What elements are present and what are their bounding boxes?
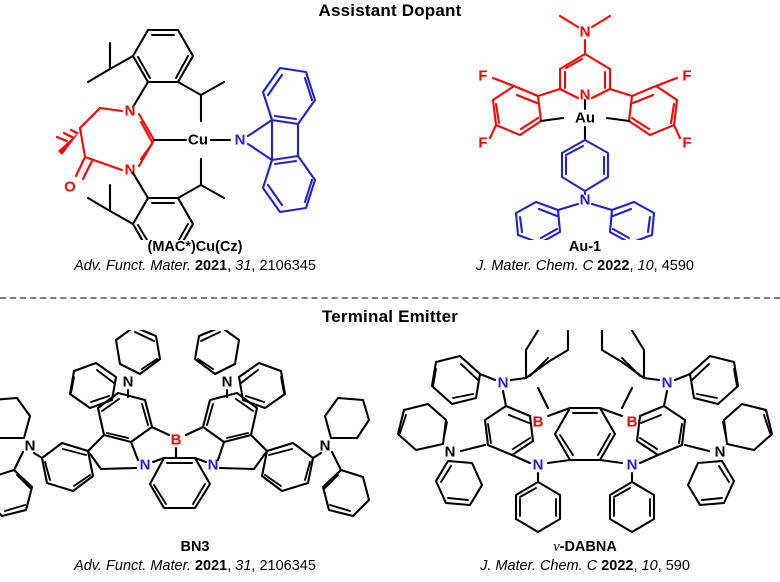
left-fused-ring-group [483,404,535,465]
ref-journal: Adv. Funct. Mater. [74,258,191,275]
atom-label-n-amino: N [580,24,591,41]
atom-label-n-core-right: N [208,457,219,474]
molecule-reference-mac-cu-cz: Adv. Funct. Mater. 2021, 31, 2106345 [74,258,316,275]
ref-journal: J. Mater. Chem. C [480,558,598,575]
caption-mac-cu-cz: (MAC*)Cu(Cz) Adv. Funct. Mater. 2021, 31… [0,238,390,275]
right-carbazole-group: N [184,391,371,518]
atom-label-n-amine-right: N [320,438,331,455]
atom-label-f-upper-left: F [478,68,487,85]
ref-journal: J. Mater. Chem. C [476,258,594,275]
atom-label-n-triphenylamine: N [580,192,591,209]
atom-label-n-pyridine: N [580,87,591,104]
far-left-diphenylamino-group: N [396,402,487,507]
far-right-diphenylamino-group: N [683,402,774,507]
ref-year: 2022 [601,558,634,575]
molecule-name-mac-cu-cz: (MAC*)Cu(Cz) [147,239,243,255]
structure-au-1: N N [390,10,780,240]
core-benzene-group [148,456,212,510]
right-fused-ring-group [635,404,687,465]
atom-label-n-upper-left: N [498,375,509,392]
atom-label-n-bottom: N [125,162,136,179]
structure-bn3: B N N [0,330,390,535]
ref-year: 2022 [597,258,630,275]
ref-volume: 10 [637,258,654,275]
bn3-svg: B N N [0,330,371,518]
ref-year: 2021 [194,258,228,275]
atom-label-n-amine-far-right: N [715,444,726,461]
left-difluorophenyl-group: F F [478,68,565,152]
atom-label-o: O [64,179,76,196]
atom-label-cu: Cu [188,132,208,149]
au-1-svg: N N [478,14,692,240]
upper-right-n-group: N [600,330,740,410]
ref-page: 590 [665,558,690,575]
molecule-reference-au-1: J. Mater. Chem. C 2022, 10, 4590 [476,258,694,275]
mac-cu-cz-svg: N N O [55,28,317,240]
top-right-diphenylamino-group: N [193,330,287,410]
ref-page: 4590 [661,258,694,275]
section-title-terminal-emitter: Terminal Emitter [321,307,459,326]
atom-label-b-right: B [627,414,638,431]
pyridine-ring-group: N [558,52,612,104]
carbazole-group [246,66,317,214]
atom-label-n-lower-left: N [533,457,544,474]
atom-label-b-core: B [171,432,182,449]
top-dipp-group [86,28,226,123]
atom-label-n-amine-top-right: N [222,374,233,391]
ref-journal: Adv. Funct. Mater. [74,558,191,575]
greek-nu-glyph: ν [553,539,560,555]
molecule-reference-nu-dabna: J. Mater. Chem. C 2022, 10, 590 [480,558,690,575]
molecule-name-nu-dabna: ν-DABNA [390,538,780,556]
atom-label-f-lower-right: F [682,135,691,152]
caption-au-1: Au-1 J. Mater. Chem. C 2022, 10, 4590 [390,238,780,275]
molecule-name-bn3: BN3 [180,539,210,555]
atom-label-n-top: N [125,103,136,120]
atom-label-f-upper-right: F [682,68,691,85]
section-divider [0,297,780,299]
atom-label-n-amine-top-left: N [123,374,134,391]
atom-label-n-lower-right: N [627,457,638,474]
molecule-name-suffix: -DABNA [559,539,617,555]
atom-label-n-carbazole: N [235,132,246,149]
gem-dimethyl-group [55,128,80,155]
atom-label-n-amine-far-left: N [445,444,456,461]
caption-bn3: BN3 Adv. Funct. Mater. 2021, 31, 2106345 [0,538,390,575]
n-phenyl-lower-right [608,471,656,534]
phenylene-group [560,138,610,193]
structure-nu-dabna: B B N N [390,330,780,535]
nu-dabna-svg: B B N N [396,330,774,534]
atom-label-au: Au [575,110,595,127]
ref-volume: 10 [641,558,658,575]
atom-label-b-left: B [533,414,544,431]
top-left-diphenylamino-group: N [68,330,162,410]
triphenylamine-phenyls [514,200,656,240]
molecule-name-au-1: Au-1 [568,239,602,255]
atom-label-n-amine-left: N [25,438,36,455]
atom-label-f-lower-left: F [478,135,487,152]
ref-year: 2021 [194,558,228,575]
section-title-assistant-dopant: Assistant Dopant [318,1,462,20]
left-carbazole-group: N [0,391,171,518]
atom-label-n-upper-right: N [662,375,673,392]
ref-page: 2106345 [259,258,316,275]
molecule-reference-bn3: Adv. Funct. Mater. 2021, 31, 2106345 [74,558,316,575]
right-difluorophenyl-group: F F [605,68,692,152]
upper-left-n-group: N [430,330,570,410]
atom-label-n-core-left: N [140,457,151,474]
central-benzene-group [553,406,617,462]
ref-page: 2106345 [259,558,316,575]
caption-nu-dabna: ν-DABNA J. Mater. Chem. C 2022, 10, 590 [390,538,780,575]
ref-volume: 31 [235,258,252,275]
dimethylamino-group: N [558,14,612,56]
n-phenyl-lower-left [514,471,562,534]
bottom-dipp-group [86,157,226,240]
mac-ring-group: N N O [55,103,188,196]
structure-mac-cu-cz: N N O [0,18,390,240]
ref-volume: 31 [235,558,252,575]
